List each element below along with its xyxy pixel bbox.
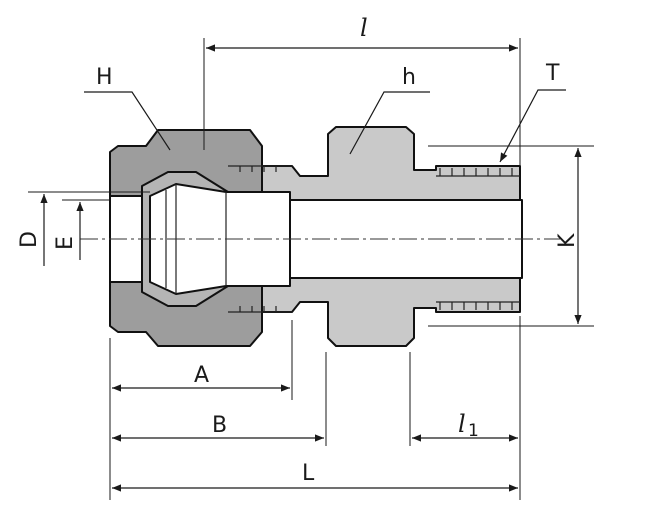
label-A: A xyxy=(194,363,209,388)
label-D: D xyxy=(17,231,42,248)
thread-lines xyxy=(436,168,520,310)
label-l: l xyxy=(360,14,368,42)
label-E: E xyxy=(53,236,78,250)
label-K: K xyxy=(555,233,580,248)
label-B: B xyxy=(212,413,227,438)
label-l1-subscript: 1 xyxy=(468,421,479,441)
T-leader xyxy=(499,89,566,163)
H-leader xyxy=(84,91,171,151)
label-L: L xyxy=(302,461,315,486)
label-h: h xyxy=(402,65,416,90)
label-T: T xyxy=(545,61,560,86)
label-l1: l xyxy=(458,410,466,438)
nut-thread-lines xyxy=(228,165,292,313)
label-H: H xyxy=(96,65,113,90)
h-leader xyxy=(349,91,430,155)
